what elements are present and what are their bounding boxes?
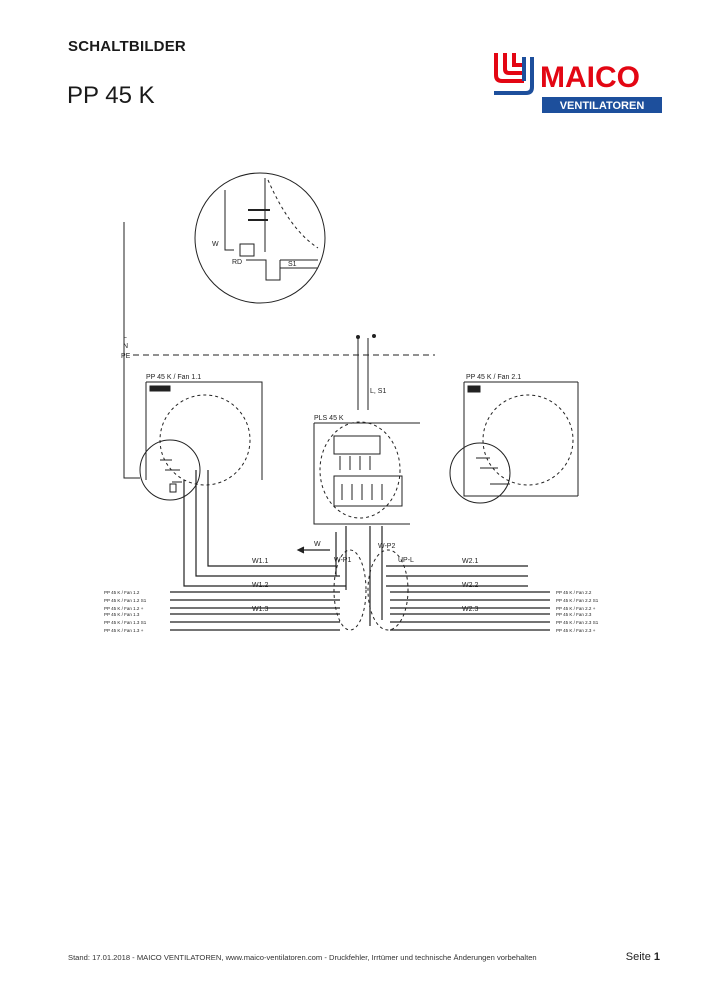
controller-label: PLS 45 K [314, 415, 344, 422]
right-terminal-2: PP 45 K / Fan 2.2 + [556, 606, 596, 611]
page-heading: SCHALTBILDER [68, 38, 186, 55]
left-terminal-3: PP 45 K / Fan 1.3 [104, 612, 140, 617]
label-w23: W2.3 [462, 606, 478, 613]
product-title: PP 45 K [67, 82, 155, 109]
left-terminal-5: PP 45 K / Fan 1.3 + [104, 628, 144, 633]
mains-label-pe: PE [121, 353, 131, 360]
label-up-l: UP-L [398, 557, 414, 564]
mains-lines: L N PE L, S1 [121, 333, 435, 410]
detail-label-w: W [212, 241, 219, 248]
mains-label-l: L [123, 333, 127, 340]
right-terminal-5: PP 45 K / Fan 2.3 + [556, 628, 596, 633]
detail-label-rd: RD [232, 259, 242, 266]
maico-logo-mark [494, 53, 524, 83]
right-terminal-0: PP 45 K / Fan 2.2 [556, 590, 592, 595]
label-w11: W1.1 [252, 558, 268, 565]
fan-left-label: PP 45 K / Fan 1.1 [146, 374, 201, 381]
maico-logo: MAICO VENTILATOREN [494, 53, 662, 113]
right-terminal-labels: PP 45 K / Fan 2.2 PP 45 K / Fan 2.2 S1 P… [556, 590, 599, 633]
logo-subline-text: VENTILATOREN [560, 100, 645, 112]
mains-label-n: N [123, 343, 128, 350]
left-terminal-labels: PP 45 K / Fan 1.2 PP 45 K / Fan 1.2 S1 P… [104, 590, 147, 633]
left-terminal-1: PP 45 K / Fan 1.2 S1 [104, 598, 147, 603]
fan-right: PP 45 K / Fan 2.1 [449, 374, 579, 504]
footer-text: Stand: 17.01.2018 - MAICO VENTILATOREN, … [68, 953, 537, 962]
label-w22: W2.2 [462, 582, 478, 589]
logo-subline-bar [542, 97, 662, 113]
left-terminal-0: PP 45 K / Fan 1.2 [104, 590, 140, 595]
label-wp2: W-P2 [378, 543, 395, 550]
right-terminal-4: PP 45 K / Fan 2.3 S1 [556, 620, 599, 625]
label-l-s1: L, S1 [370, 388, 386, 395]
left-terminal-4: PP 45 K / Fan 1.3 S1 [104, 620, 147, 625]
detail-label-s1: S1 [288, 261, 297, 268]
left-terminal-2: PP 45 K / Fan 1.2 + [104, 606, 144, 611]
logo-brand-text: MAICO [540, 61, 640, 94]
bus-wires [170, 470, 550, 631]
detail-leader-line [123, 222, 140, 479]
right-terminal-3: PP 45 K / Fan 2.3 [556, 612, 592, 617]
label-w21: W2.1 [462, 558, 478, 565]
page-number-value: 1 [653, 951, 660, 963]
label-wp1: W-P1 [334, 557, 351, 564]
label-w13: W1.3 [252, 606, 268, 613]
fan-right-label: PP 45 K / Fan 2.1 [466, 374, 521, 381]
page-prefix: Seite [625, 951, 651, 963]
detail-magnifier: W RD S1 [194, 172, 326, 304]
fan-left: PP 45 K / Fan 1.1 [139, 374, 263, 501]
label-w12: W1.2 [252, 582, 268, 589]
right-terminal-1: PP 45 K / Fan 2.2 S1 [556, 598, 599, 603]
page-number: Seite 1 [626, 951, 660, 963]
label-w-out: W [314, 541, 321, 548]
controller-box: PLS 45 K [313, 415, 420, 525]
maico-logo-mark-blue [494, 57, 534, 95]
